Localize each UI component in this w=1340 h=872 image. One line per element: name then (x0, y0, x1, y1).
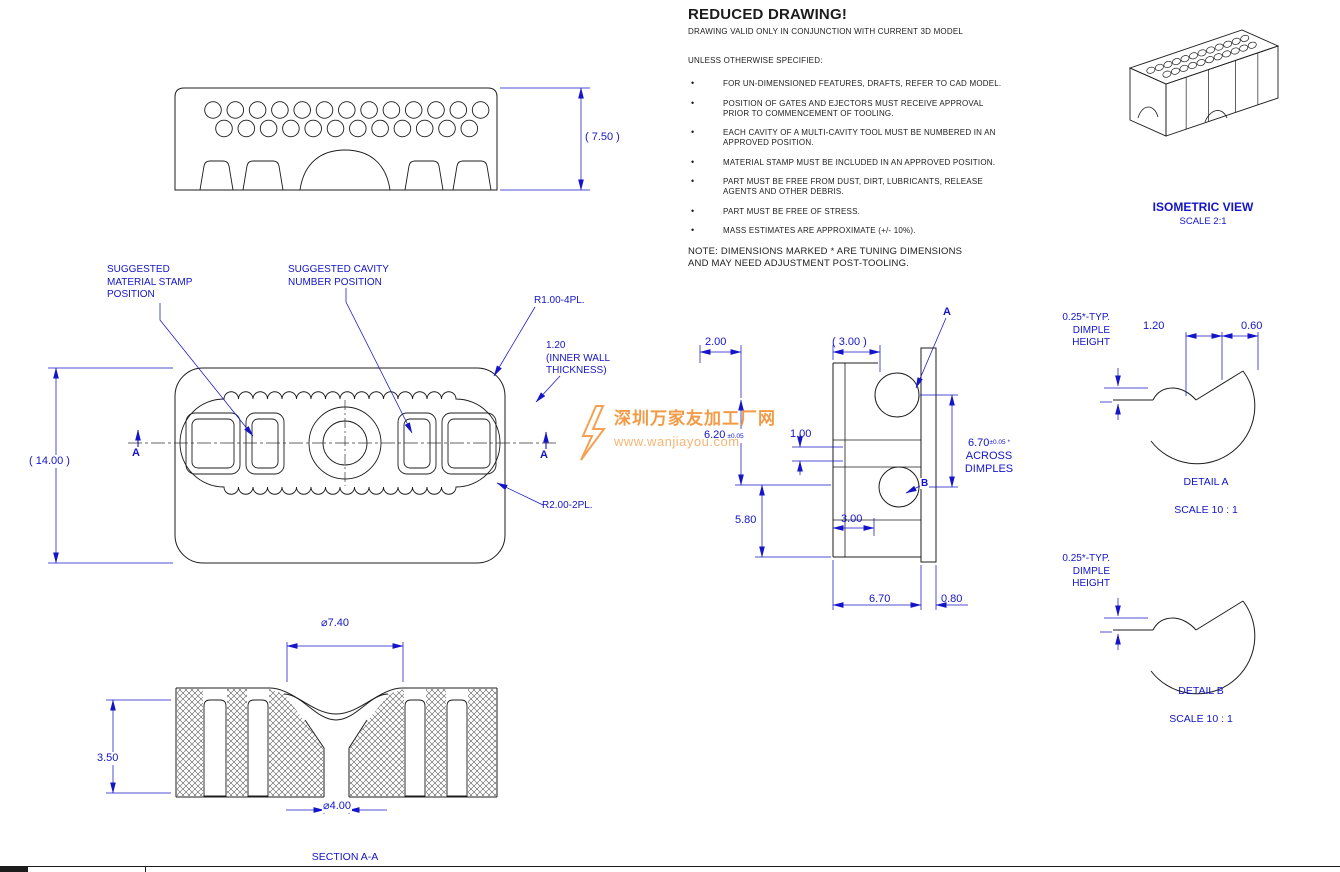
dim-1-00: 1.00 (790, 428, 812, 440)
dim-6-20: 6.20 ±0.05 (703, 429, 745, 443)
detail-a-scale: SCALE 10 : 1 (1174, 504, 1238, 516)
section-letter-left: A (131, 447, 141, 459)
dim-dia-4-00: ⌀4.00 (322, 800, 353, 813)
dim-2-00: 2.00 (705, 336, 727, 348)
dimple-b (878, 466, 920, 508)
dimple-a (874, 372, 920, 418)
notes-title: REDUCED DRAWING! (688, 6, 848, 23)
across-value: 6.70 (968, 437, 990, 449)
note-item: FOR UN-DIMENSIONED FEATURES, DRAFTS, REF… (688, 78, 1056, 89)
side-view-dimensions (699, 317, 968, 610)
detail-b-label: DETAIL B SCALE 10 : 1 (1145, 670, 1257, 740)
section-hatching (177, 689, 496, 796)
general-notes: REDUCED DRAWING! DRAWING VALID ONLY IN C… (688, 6, 1056, 270)
front-view-dimension (500, 87, 590, 191)
detail-a-label: DETAIL A SCALE 10 : 1 (1150, 461, 1262, 531)
detail-b-scale: SCALE 10 : 1 (1169, 713, 1233, 725)
dim-0-60: 0.60 (1241, 320, 1263, 332)
note-item: MASS ESTIMATES ARE APPROXIMATE (+/- 10%)… (688, 225, 1056, 236)
detail-b-title: DETAIL B (1178, 685, 1224, 697)
dim-6-20-value: 6.20 (704, 429, 726, 441)
dim-7-50: ( 7.50 ) (584, 131, 621, 144)
cavity-number-leader (345, 288, 413, 434)
section-view (106, 642, 498, 814)
dim-0-80: 0.80 (941, 593, 963, 605)
front-view-dimple-holes (204, 101, 490, 138)
inner-wall-leader (535, 375, 561, 403)
front-view (174, 87, 498, 191)
detail-a-dimple-note: 0.25*-TYP. DIMPLE HEIGHT (1062, 312, 1110, 348)
callout-cavity-number: SUGGESTED CAVITY NUMBER POSITION (288, 264, 389, 288)
callout-material-stamp: SUGGESTED MATERIAL STAMP POSITION (107, 264, 193, 300)
dim-3-00-ref: ( 3.00 ) (832, 336, 867, 348)
notes-header: UNLESS OTHERWISE SPECIFIED: (688, 56, 823, 65)
dim-6-20-tol: ±0.05 (727, 433, 744, 440)
plan-view (128, 367, 558, 564)
section-view-label: SECTION A-A (280, 836, 410, 864)
dim-3-50: 3.50 (96, 752, 120, 765)
isometric-title: ISOMETRIC VIEW (1152, 200, 1254, 214)
r1-leader (493, 306, 536, 377)
dim-3-00: 3.00 (841, 513, 863, 525)
dim-1-20: 1.20 (1143, 320, 1165, 332)
isometric-view-label: ISOMETRIC VIEW SCALE 2:1 (1108, 200, 1298, 227)
isometric-scale: SCALE 2:1 (1179, 216, 1227, 227)
section-rib-slots (203, 699, 468, 797)
dim-across-dimples: 6.70±0.05 * ACROSS DIMPLES (957, 423, 1021, 489)
title-block-divider (145, 866, 146, 872)
detail-a-dimensions (1100, 332, 1259, 420)
dim-dia-7-40: ⌀7.40 (321, 617, 350, 629)
note-item: EACH CAVITY OF A MULTI-CAVITY TOOL MUST … (688, 127, 1056, 148)
watermark-bolt-icon (580, 405, 606, 461)
callout-r2: R2.00-2PL. (542, 500, 593, 511)
note-item: PART MUST BE FREE OF STRESS. (688, 206, 1056, 217)
plan-view-dimensions (48, 288, 561, 564)
section-letter-right: A (539, 449, 549, 461)
note-item: MATERIAL STAMP MUST BE INCLUDED IN AN AP… (688, 157, 1056, 168)
notes-subtitle: DRAWING VALID ONLY IN CONJUNCTION WITH C… (688, 27, 964, 36)
isometric-dimple-holes (1146, 34, 1257, 78)
dim-6-70: 6.70 (869, 593, 891, 605)
side-view (832, 347, 937, 563)
watermark: 深圳万家友加工厂网 www.wanjiayou.com (576, 404, 776, 458)
callout-inner-wall: 1.20 (INNER WALL THICKNESS) (546, 340, 611, 376)
detail-a-view (1113, 370, 1256, 465)
r2-leader (496, 482, 544, 506)
dim-14-00: ( 14.00 ) (28, 455, 71, 468)
material-stamp-leader (159, 303, 254, 437)
callout-r1: R1.00-4PL. (534, 295, 585, 306)
dim-5-80: 5.80 (734, 514, 758, 527)
notes-list: FOR UN-DIMENSIONED FEATURES, DRAFTS, REF… (688, 78, 1056, 236)
isometric-ribs (1185, 52, 1259, 130)
across-tol: ±0.05 * (989, 439, 1010, 446)
section-title: SECTION A-A (311, 851, 379, 863)
note-item: PART MUST BE FREE FROM DUST, DIRT, LUBRI… (688, 176, 1056, 197)
isometric-view (1128, 29, 1280, 137)
note-item: POSITION OF GATES AND EJECTORS MUST RECE… (688, 98, 1056, 119)
detail-a-leader (915, 317, 947, 389)
across-label: ACROSS DIMPLES (964, 450, 1014, 475)
detail-b-leader (905, 485, 921, 494)
notes-footnote: NOTE: DIMENSIONS MARKED * ARE TUNING DIM… (688, 245, 963, 269)
watermark-site-name: 深圳万家友加工厂网 (614, 409, 776, 428)
marker-a: A (942, 306, 952, 318)
detail-b-dimensions (1100, 598, 1148, 650)
marker-b: B (920, 478, 930, 489)
detail-b-view (1113, 600, 1256, 695)
detail-b-dimple-note: 0.25*-TYP. DIMPLE HEIGHT (1062, 553, 1110, 589)
title-block-corner-cell (0, 866, 28, 872)
title-block-top-border (0, 866, 1340, 867)
section-dimensions (106, 642, 404, 814)
watermark-site-url: www.wanjiayou.com (614, 434, 740, 449)
detail-a-title: DETAIL A (1183, 476, 1229, 488)
